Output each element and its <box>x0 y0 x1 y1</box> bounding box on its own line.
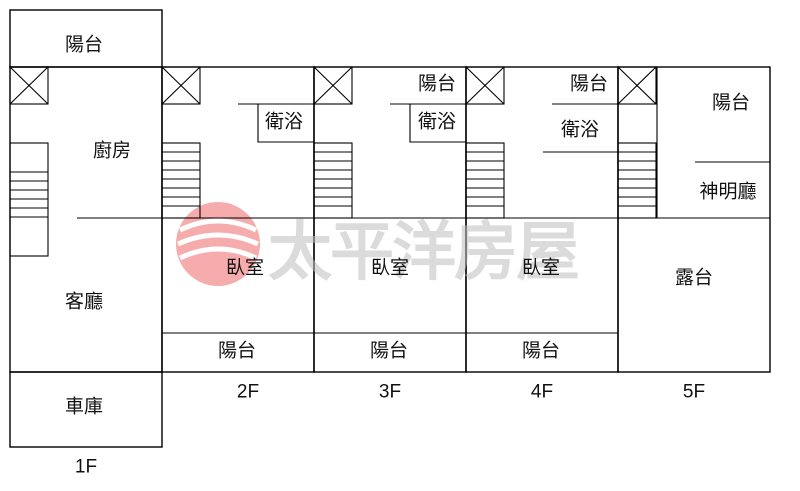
f3-bath-label: 衛浴 <box>417 110 457 133</box>
floor-5f-plan <box>617 66 771 373</box>
f1-kitchen-label: 廚房 <box>92 139 132 162</box>
f4-top-balcony-label: 陽台 <box>569 72 609 95</box>
f4-duct-cross-icon <box>465 66 505 105</box>
f4-balcony-label: 陽台 <box>521 339 561 362</box>
watermark-text: 太平洋房屋 <box>268 215 580 290</box>
f3-top-balcony-label: 陽台 <box>417 72 457 95</box>
f2-duct-cross-icon <box>161 66 201 105</box>
f3-balcony-label: 陽台 <box>369 339 409 362</box>
f4-bath-label: 衛浴 <box>560 118 600 141</box>
f5-shrine-room-label: 神明廳 <box>699 180 757 203</box>
f5-terrace-label: 露台 <box>674 266 714 289</box>
f2-stairs-icon <box>161 142 201 219</box>
floor-3f-title: 3F <box>378 381 402 403</box>
floor-4f-title: 4F <box>530 381 554 403</box>
watermark-logo <box>176 202 260 286</box>
floor-2f-plan <box>161 66 315 373</box>
f1-garage-label: 車庫 <box>64 395 104 418</box>
f1-duct-cross-icon <box>9 66 49 105</box>
f5-outer-wall <box>617 66 771 373</box>
f3-bedroom-label: 臥室 <box>370 256 410 279</box>
floor-1f-plan <box>9 9 163 448</box>
f5-stairs-icon <box>617 142 657 219</box>
f2-bedroom-label: 臥室 <box>225 256 265 279</box>
f3-stairs-icon <box>313 142 353 219</box>
floor-2f-title: 2F <box>236 381 260 403</box>
f3-duct-cross-icon <box>313 66 353 105</box>
floor-5f-title: 5F <box>682 381 706 403</box>
f4-stairs-icon <box>465 142 505 219</box>
floor-1f-title: 1F <box>74 456 98 478</box>
f5-duct-cross-icon <box>617 66 657 105</box>
f4-bedroom-label: 臥室 <box>521 256 561 279</box>
f1-main-wall <box>9 66 163 373</box>
f1-balcony-label: 陽台 <box>64 33 104 56</box>
f2-bath-label: 衛浴 <box>264 110 304 133</box>
f5-balcony-label: 陽台 <box>711 91 751 114</box>
f1-garage-wall <box>9 371 163 448</box>
f1-living-room-label: 客廳 <box>64 290 104 313</box>
f2-balcony-label: 陽台 <box>217 339 257 362</box>
f1-stairs-icon <box>9 142 49 257</box>
